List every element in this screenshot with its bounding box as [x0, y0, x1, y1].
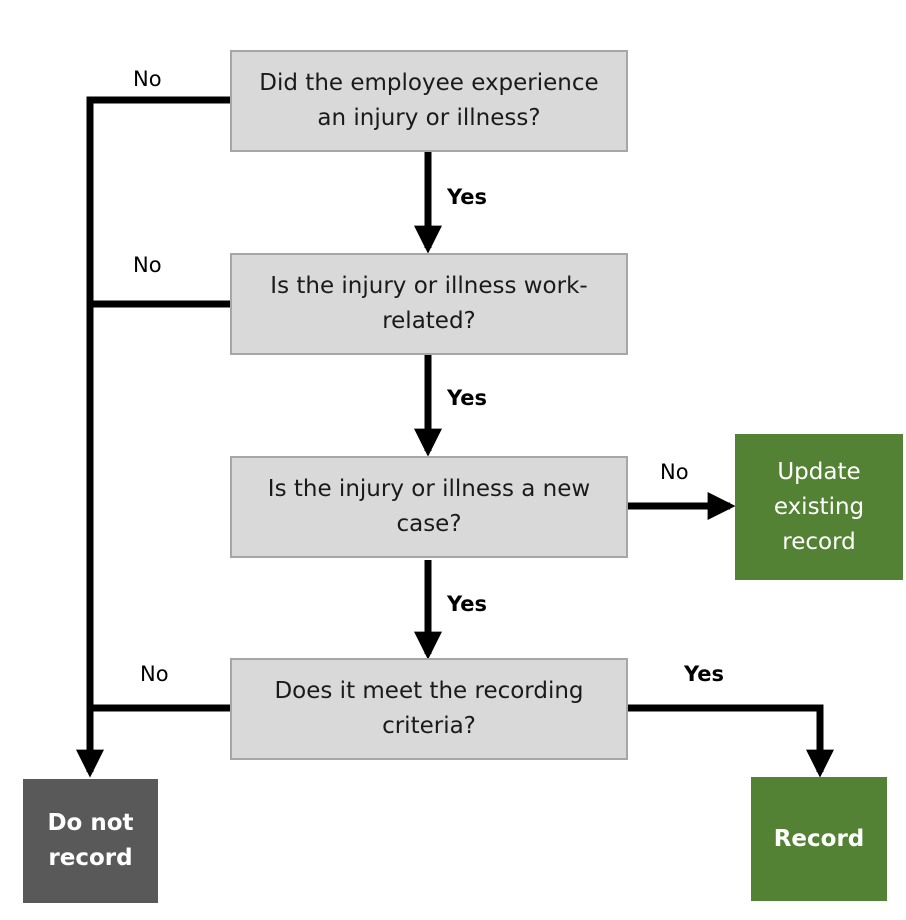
- question-work-related: Is the injury or illness work- related?: [230, 253, 628, 355]
- line-q1-no: [86, 96, 231, 112]
- question-experience-injury: Did the employee experience an injury or…: [230, 50, 628, 152]
- label-yes-q3: Yes: [447, 592, 488, 616]
- arrow-q4-to-record: [628, 704, 834, 778]
- question-new-case: Is the injury or illness a new case?: [230, 456, 628, 558]
- label-no-q4: No: [140, 662, 169, 686]
- label-yes-q4: Yes: [684, 662, 725, 686]
- label-no-q2: No: [133, 253, 162, 277]
- label-no-q3: No: [660, 460, 689, 484]
- outcome-do-not-record: Do not record: [23, 779, 158, 903]
- label-yes-q2: Yes: [447, 386, 488, 410]
- question-recording-criteria: Does it meet the recording criteria?: [230, 658, 628, 760]
- outcome-record: Record: [751, 777, 887, 901]
- label-yes-q1: Yes: [447, 185, 488, 209]
- outcome-update-existing-record: Update existing record: [735, 434, 903, 580]
- label-no-q1: No: [133, 67, 162, 91]
